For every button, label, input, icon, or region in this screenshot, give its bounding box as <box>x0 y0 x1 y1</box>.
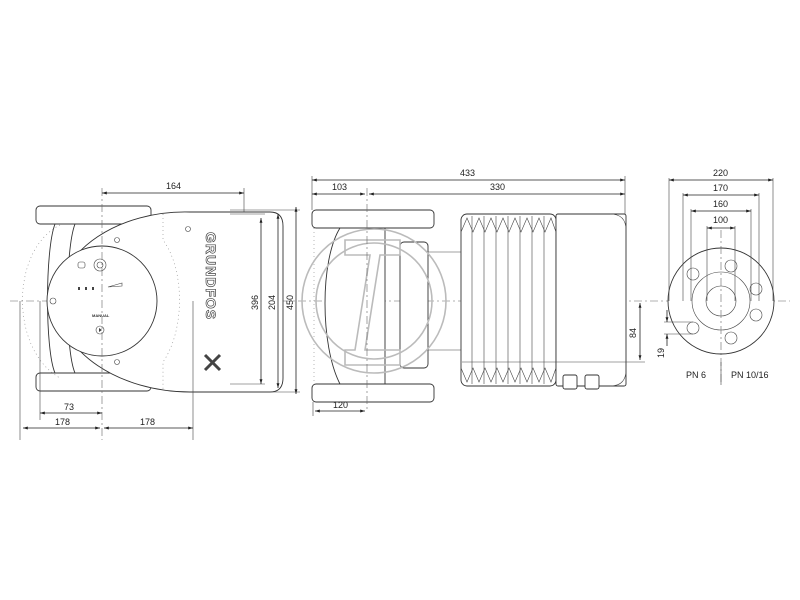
dim-433: 433 <box>460 168 475 178</box>
dim-160: 160 <box>713 199 728 209</box>
screw-icon <box>114 359 120 365</box>
side-view: 433 103 330 120 84 <box>301 168 645 416</box>
dim-178-right: 178 <box>140 417 155 427</box>
brand-x-icon <box>203 353 222 372</box>
bolt-hole <box>724 331 738 345</box>
dim-450: 450 <box>285 295 295 310</box>
dim-204: 204 <box>267 295 277 310</box>
flange-view: 220 170 160 100 19 PN 6 PN 10/16 <box>656 168 775 385</box>
brand-logo-text: GRUNDFOS <box>203 232 219 320</box>
label-pn6: PN 6 <box>686 370 706 380</box>
label-pn10-16: PN 10/16 <box>731 370 769 380</box>
bolt-hole <box>749 308 763 322</box>
screw-icon <box>114 237 120 243</box>
bolt-hole <box>686 267 700 281</box>
screw-icon <box>49 297 57 305</box>
dim-84: 84 <box>628 328 638 338</box>
screw-icon <box>185 226 191 232</box>
dim-19: 19 <box>656 348 666 358</box>
cable-gland <box>562 374 578 390</box>
dim-103: 103 <box>332 182 347 192</box>
motor-fins <box>460 213 557 387</box>
button-icon <box>93 258 107 272</box>
top-flange <box>311 209 435 229</box>
bolt-hole <box>724 259 738 273</box>
dim-330: 330 <box>490 182 505 192</box>
front-view: MANUAL GRUNDFOS 164 73 178 178 396 204 <box>19 181 300 440</box>
watermark-logo <box>301 228 447 374</box>
dim-120: 120 <box>333 400 348 410</box>
dim-170: 170 <box>713 183 728 193</box>
play-button-icon <box>95 325 105 335</box>
pump-head <box>399 241 429 369</box>
dim-73: 73 <box>64 402 74 412</box>
cable-gland <box>584 374 600 390</box>
dim-164: 164 <box>166 181 181 191</box>
bolt-hole <box>749 282 763 296</box>
dim-178-left: 178 <box>55 417 70 427</box>
bottom-flange <box>311 383 435 403</box>
indicator-icon <box>77 261 86 269</box>
motor-housing <box>555 213 627 387</box>
control-label: MANUAL <box>92 313 110 318</box>
dim-396: 396 <box>250 295 260 310</box>
dim-100: 100 <box>713 215 728 225</box>
dim-220: 220 <box>713 168 728 178</box>
